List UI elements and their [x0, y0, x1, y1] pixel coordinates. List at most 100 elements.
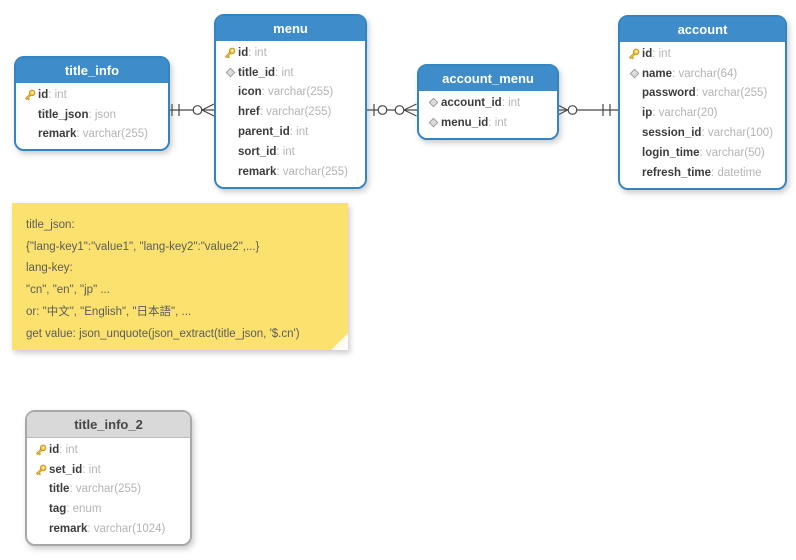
field-name: login_time — [642, 146, 700, 159]
note-line: "cn", "en", "jp" ... — [26, 284, 110, 297]
table-fields: idint title_idint iconvarchar(255) hrefv… — [216, 41, 365, 187]
table-account_menu[interactable]: account_menu account_idint menu_idint — [417, 64, 559, 140]
relationship-title_info-menu[interactable] — [166, 103, 215, 117]
field-name: password — [642, 87, 696, 100]
field-name: id — [642, 47, 653, 60]
note-line: lang-key: — [26, 262, 73, 275]
field-name: sort_id — [238, 145, 277, 158]
table-field: titlevarchar(255) — [33, 480, 184, 500]
table-menu[interactable]: menu idint title_idint iconvarchar(255) … — [214, 14, 367, 189]
table-field: title_jsonjson — [22, 105, 162, 125]
field-type: varchar(1024) — [87, 523, 166, 535]
field-name: icon — [238, 86, 262, 99]
field-name: menu_id — [441, 116, 489, 129]
field-type: int — [248, 47, 267, 59]
field-name: refresh_time — [642, 166, 712, 179]
table-field: iconvarchar(255) — [222, 83, 359, 103]
table-fields: idint namevarchar(64) passwordvarchar(25… — [620, 42, 785, 188]
diamond-icon — [425, 117, 441, 128]
field-name: account_id — [441, 96, 502, 109]
field-name: title_json — [38, 108, 89, 121]
field-name: title_id — [238, 66, 276, 79]
key-icon — [222, 46, 238, 60]
table-account[interactable]: account idint namevarchar(64) passwordva… — [618, 15, 787, 190]
field-type: varchar(255) — [76, 128, 148, 140]
table-title: menu — [216, 16, 365, 41]
table-field: ipvarchar(20) — [626, 103, 779, 123]
field-type: datetime — [711, 167, 761, 179]
field-name: parent_id — [238, 126, 290, 139]
field-type: int — [488, 117, 507, 129]
note-line: get value: json_unquote(json_extract(tit… — [26, 327, 300, 340]
table-field: refresh_timedatetime — [626, 163, 779, 183]
key-icon — [33, 463, 49, 477]
table-field: account_idint — [425, 93, 551, 113]
field-type: int — [290, 126, 308, 138]
field-name: set_id — [49, 463, 83, 476]
field-name: title — [49, 483, 70, 496]
field-type: int — [59, 444, 78, 456]
relationship-account_menu-account[interactable] — [555, 103, 618, 117]
field-type: varchar(100) — [701, 127, 773, 139]
table-field: idint — [626, 44, 779, 64]
field-type: varchar(255) — [696, 87, 767, 99]
key-icon — [22, 88, 38, 102]
key-icon — [33, 443, 49, 457]
field-name: session_id — [642, 127, 702, 140]
field-type: varchar(255) — [276, 166, 348, 178]
table-title_info_2[interactable]: title_info_2 idint set_idint titlevarcha… — [25, 410, 192, 546]
field-type: int — [652, 48, 671, 60]
field-type: varchar(20) — [652, 107, 718, 119]
key-icon — [626, 47, 642, 61]
table-field: login_timevarchar(50) — [626, 143, 779, 163]
sticky-note-paper: title_json: {"lang-key1":"value1", "lang… — [12, 203, 348, 350]
field-type: int — [82, 464, 101, 476]
field-name: id — [238, 46, 249, 59]
field-name: remark — [38, 128, 77, 141]
table-field: hrefvarchar(255) — [222, 102, 359, 122]
diamond-icon — [425, 97, 441, 108]
field-name: ip — [642, 107, 653, 120]
sticky-note[interactable]: title_json: {"lang-key1":"value1", "lang… — [12, 203, 348, 350]
field-name: tag — [49, 503, 67, 516]
field-type: int — [276, 146, 295, 158]
table-field: menu_idint — [425, 113, 551, 133]
table-field: title_idint — [222, 63, 359, 83]
table-field: remarkvarchar(255) — [22, 125, 162, 145]
field-type: int — [48, 89, 67, 101]
diamond-icon — [626, 68, 642, 79]
field-type: varchar(64) — [672, 68, 737, 80]
note-line: or: "中文", "English", "日本語", ... — [26, 305, 192, 318]
table-field: passwordvarchar(255) — [626, 84, 779, 104]
relationship-menu-account_menu[interactable] — [364, 103, 417, 117]
table-field: tagenum — [33, 499, 184, 519]
table-title: title_info — [16, 58, 168, 83]
field-type: varchar(255) — [69, 483, 141, 495]
note-line: {"lang-key1":"value1", "lang-key2":"valu… — [26, 240, 260, 253]
field-type: enum — [66, 503, 102, 515]
table-field: remarkvarchar(1024) — [33, 519, 184, 539]
table-title_info[interactable]: title_info idint title_jsonjson remarkva… — [14, 56, 170, 152]
field-type: varchar(255) — [260, 106, 331, 118]
diamond-icon — [222, 67, 238, 78]
field-name: remark — [238, 165, 277, 178]
table-field: namevarchar(64) — [626, 64, 779, 84]
table-fields: idint title_jsonjson remarkvarchar(255) — [16, 83, 168, 150]
table-title: title_info_2 — [27, 412, 190, 438]
field-name: id — [38, 88, 49, 101]
table-fields: account_idint menu_idint — [419, 91, 557, 138]
note-line: title_json: — [26, 219, 75, 231]
field-name: remark — [49, 523, 88, 536]
table-field: idint — [33, 440, 184, 460]
field-name: href — [238, 106, 260, 119]
table-field: idint — [222, 43, 359, 63]
field-type: int — [502, 97, 520, 109]
table-fields: idint set_idint titlevarchar(255) tagenu… — [27, 438, 190, 544]
table-field: set_idint — [33, 460, 184, 480]
table-field: session_idvarchar(100) — [626, 123, 779, 143]
field-type: varchar(50) — [700, 147, 765, 159]
table-title: account — [620, 17, 785, 42]
field-name: name — [642, 67, 673, 80]
